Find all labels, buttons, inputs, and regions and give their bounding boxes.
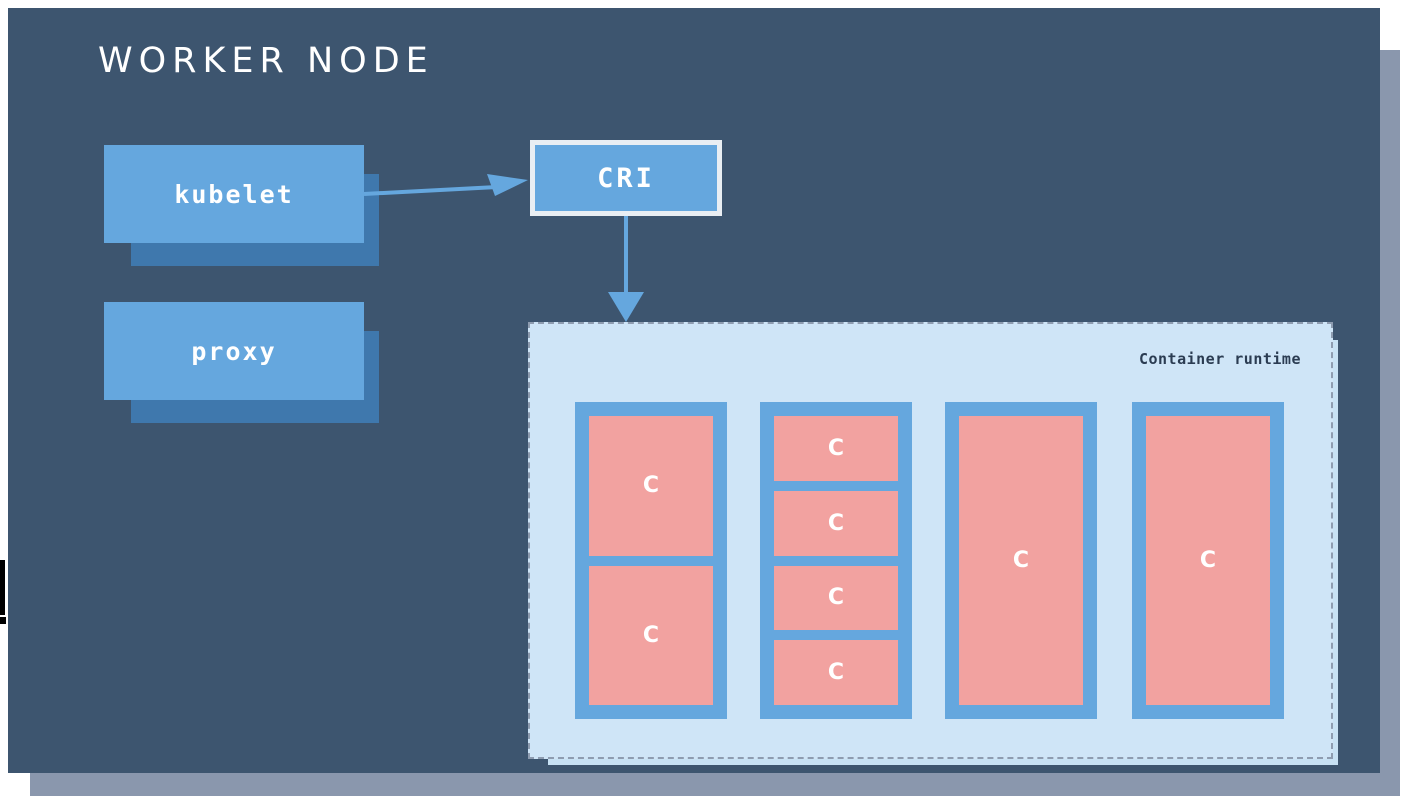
container-runtime-box: Container runtime C C C C C C C C — [528, 322, 1333, 759]
container-runtime-label: Container runtime — [1138, 350, 1301, 368]
pod-3[interactable]: C — [945, 402, 1097, 719]
container-label: C — [827, 435, 845, 461]
proxy-label: proxy — [191, 336, 277, 366]
container-label: C — [1012, 548, 1030, 573]
kubelet-label: kubelet — [174, 179, 294, 209]
pod-1[interactable]: C C — [575, 402, 727, 719]
container-box[interactable]: C — [774, 490, 898, 556]
container-box[interactable]: C — [774, 565, 898, 631]
proxy-box[interactable]: proxy — [104, 302, 364, 400]
container-label: C — [827, 585, 845, 611]
container-label: C — [642, 473, 660, 499]
cri-label: CRI — [597, 162, 655, 194]
container-box[interactable]: C — [1146, 416, 1270, 705]
kubelet-box[interactable]: kubelet — [104, 145, 364, 243]
container-label: C — [1199, 548, 1217, 573]
container-box[interactable]: C — [589, 565, 713, 705]
left-edge-mark — [0, 560, 5, 615]
container-label: C — [827, 510, 845, 536]
pod-2[interactable]: C C C C — [760, 402, 912, 719]
left-edge-mark-dot — [0, 617, 6, 624]
container-box[interactable]: C — [959, 416, 1083, 705]
container-box[interactable]: C — [774, 416, 898, 481]
pod-4[interactable]: C — [1132, 402, 1284, 719]
container-box[interactable]: C — [589, 416, 713, 556]
worker-node-title: WORKER NODE — [98, 41, 434, 81]
container-label: C — [827, 660, 845, 686]
container-label: C — [642, 622, 660, 648]
container-box[interactable]: C — [774, 640, 898, 705]
cri-box[interactable]: CRI — [530, 140, 722, 216]
